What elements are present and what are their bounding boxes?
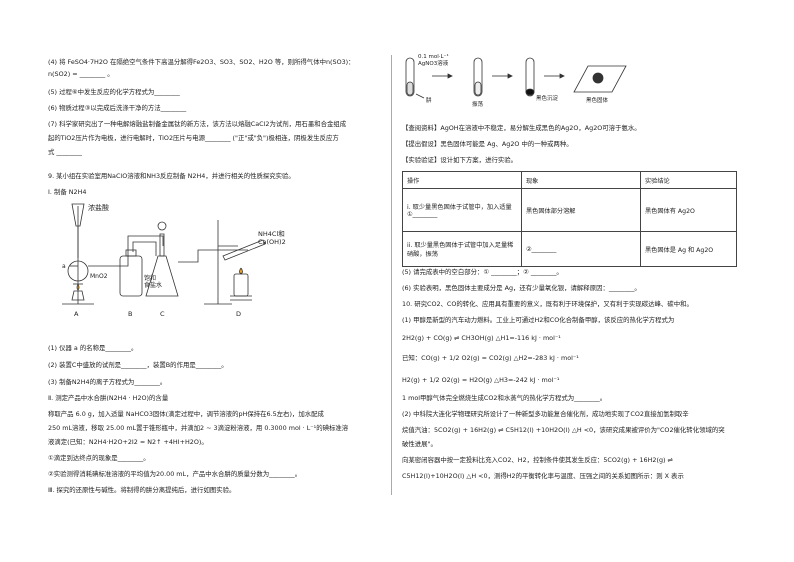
section-2-heading: Ⅱ. 测定产品中水合肼(N2H4 · H2O)的含量 xyxy=(48,394,169,402)
section-1-heading: Ⅰ. 制备 N2H4 xyxy=(48,188,87,196)
question-5: (5) 过程⑥中发生反应的化学方程式为________ xyxy=(48,88,180,96)
agno3-label-1: 0.1 mol·L⁻¹ xyxy=(418,53,449,60)
instrument-a-label: a xyxy=(62,263,66,270)
question-7-line2: 起的TiO2压片作为电极，进行电解时，TiO2压片与电源________ ("正… xyxy=(48,134,339,142)
black-ppt-label: 黑色沉淀 xyxy=(536,94,559,102)
table-header-row: 操作 现象 实验结论 xyxy=(402,171,737,189)
hypothesis: 【提出假设】黑色固体可能是 Ag、Ag2O 中的一种或两种。 xyxy=(402,140,573,148)
question-10-part1: (1) 甲醇是新型的汽车动力燃料。工业上可通过H2和CO化合制备甲醇，该反应的热… xyxy=(402,316,675,324)
mno2-label: MnO2 xyxy=(90,273,108,280)
brine-line1: 饱和 xyxy=(144,274,156,282)
header-operation: 操作 xyxy=(402,171,522,189)
apparatus-diagram: 浓盐酸 a MnO2 饱和 食盐水 NH4Cl和 Ca(OH)2 A B C D xyxy=(62,203,286,318)
silver-experiment-diagram: 0.1 mol·L⁻¹ AgNO3溶液 肼 振荡 黑色沉淀 黑色固体 xyxy=(405,53,627,108)
question-9-title: 9. 某小组在实验室用NaClO溶液和NH3反应制备 N2H4，并进行相关的性质… xyxy=(48,172,295,180)
table-row: i. 取少量黑色固体于试管中，加入适量①________ 黑色固体部分溶解 黑色… xyxy=(402,188,737,232)
question-7-line1: (7) 科学家研究出了一种电解熔融盐制备金属钛的新方法，该方法以熔融CaCl2为… xyxy=(48,120,347,128)
hydrazine-label: 肼 xyxy=(426,96,432,104)
question-10-part2-line5: C5H12(l)+10H2O(l) △H <0，测得H2的平衡转化率与温度、压强… xyxy=(402,472,684,480)
question-10: 10. 研究CO2、CO的转化、应用具有重要的意义，既有利于环境保护，又有利于实… xyxy=(402,300,693,308)
brine-label: 饱和 食盐水 xyxy=(144,274,162,289)
label-C: C xyxy=(160,310,165,318)
caoh2-label: Ca(OH)2 xyxy=(258,238,286,246)
method-line3: 液滴定(已知：N2H4·H2O+2I2 = N2↑ +4HI+H2O)。 xyxy=(48,438,208,446)
question-6: (6) 物质过程③以完成后洗涤干净的方法________ xyxy=(48,104,187,112)
question-5-right: (5) 请完成表中的空白部分：① ________；② ________。 xyxy=(402,268,563,276)
label-A: A xyxy=(74,310,79,318)
equation-2: 已知：CO(g) + 1/2 O2(g) = CO2(g) △H2=-283 k… xyxy=(402,354,579,362)
experiment-table: 操作 现象 实验结论 i. 取少量黑色固体于试管中，加入适量①________ … xyxy=(402,171,737,267)
question-4-line1: (4) 将 FeSO4·7H2O 在隔绝空气条件下高温分解得Fe2O3、SO3、… xyxy=(48,58,355,66)
method-line1: 称取产品 6.0 g，加入适量 NaHCO3固体(滴定过程中，调节溶液的pH保持… xyxy=(48,410,324,418)
label-B: B xyxy=(128,310,132,318)
nh4cl-label: NH4Cl和 xyxy=(258,229,285,238)
method-line5: ②实验测得消耗碘标准溶液的平均值为20.00 mL，产品中水合肼的质量分数为__… xyxy=(48,470,302,478)
equation-1: 2H2(g) + CO(g) ⇌ CH3OH(g) △H1=-116 kJ · … xyxy=(402,334,561,342)
section-3-heading: Ⅲ. 探究的还原性与碱性。将制得的肼分离提纯后，进行如图实验。 xyxy=(48,486,236,494)
equation-3: H2(g) + 1/2 O2(g) = H2O(g) △H3=-242 kJ ·… xyxy=(402,376,560,384)
question-4-line2: n(SO2) = ________ 。 xyxy=(48,70,114,78)
concentrated-hcl-label: 浓盐酸 xyxy=(88,203,109,212)
part-2: (2) 装置C中盛放的试剂是________，装置B的作用是________。 xyxy=(48,361,228,369)
verification: 【实验验证】设计如下方案，进行实验。 xyxy=(402,156,518,164)
reference-info: 【查阅资料】AgOH在溶液中不稳定，易分解生成黑色的Ag2O，Ag2O可溶于氨水… xyxy=(402,124,641,132)
question-10-part2-line1: (2) 中科院大连化学物理研究所设计了一种新型多功能复合催化剂，成功地实现了CO… xyxy=(402,410,689,418)
row2-conclusion: 黑色固体是 Ag 和 Ag2O xyxy=(640,231,737,267)
table-row: ii. 取少量黑色固体于试管中加入足量稀硝酸，振荡 ②________ 黑色固体… xyxy=(402,231,737,267)
row1-phenomenon: 黑色固体部分溶解 xyxy=(521,188,641,232)
row2-phenomenon: ②________ xyxy=(521,231,641,267)
part-1: (1) 仪器 a 的名称是________。 xyxy=(48,344,138,352)
row1-operation: i. 取少量黑色固体于试管中，加入适量①________ xyxy=(402,188,522,232)
black-solid-label: 黑色固体 xyxy=(586,96,609,104)
agno3-label-2: AgNO3溶液 xyxy=(418,59,449,67)
question-10-part2-line4: 向某密闭容器中按一定投料比充入CO2、H2，控制条件使其发生反应：5CO2(g)… xyxy=(402,456,673,464)
question-7-line3: 式 ________ xyxy=(48,148,82,156)
question-6-right: (6) 实验表明，黑色固体主要成分是 Ag，还有少量氧化银，请解释原因：____… xyxy=(402,284,641,292)
row2-operation: ii. 取少量黑色固体于试管中加入足量稀硝酸，振荡 xyxy=(402,231,522,267)
part-3: (3) 制备N2H4的离子方程式为________。 xyxy=(48,378,167,386)
row1-conclusion: 黑色固体有 Ag2O xyxy=(640,188,737,232)
header-conclusion: 实验结论 xyxy=(640,171,737,189)
column-divider xyxy=(391,55,392,495)
label-D: D xyxy=(236,310,241,318)
question-10-part2-line2: 烷值汽油：5CO2(g) + 16H2(g) ⇌ C5H12(l) +10H2O… xyxy=(402,426,725,434)
method-line4: ①滴定到达终点的现象是________。 xyxy=(48,454,150,462)
header-phenomenon: 现象 xyxy=(521,171,641,189)
brine-line2: 食盐水 xyxy=(144,281,162,289)
question-10-part2-line3: 破性进展"。 xyxy=(402,440,437,448)
method-line2: 250 mL溶液，移取 25.00 mL置于锥形瓶中，并滴加2 ~ 3滴淀粉溶液… xyxy=(48,424,349,432)
shake-label: 振荡 xyxy=(472,100,484,108)
question-10-methanol: 1 mol甲醇气体完全燃烧生成CO2和水蒸气的热化学方程式为________。 xyxy=(402,394,607,402)
